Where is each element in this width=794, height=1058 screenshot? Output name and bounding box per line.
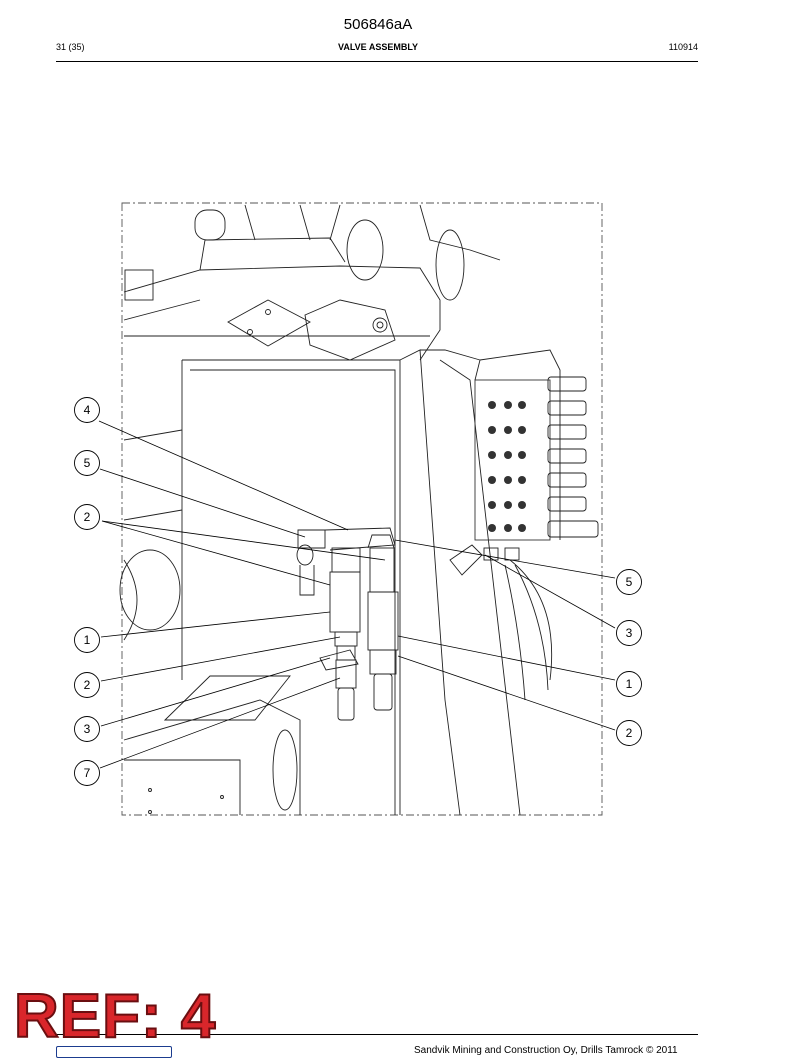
header-divider bbox=[56, 61, 698, 62]
callout-circle bbox=[74, 672, 100, 698]
callout-number: 3 bbox=[84, 722, 91, 736]
ref-stamp: REF: 4 bbox=[13, 982, 217, 1051]
drawing-frame bbox=[121, 202, 603, 816]
callout-number: 7 bbox=[84, 766, 91, 780]
callout-circle bbox=[74, 504, 100, 530]
page-title: VALVE ASSEMBLY bbox=[337, 42, 418, 52]
callout-number: 5 bbox=[84, 456, 91, 470]
footer-copyright: Sandvik Mining and Construction Oy, Dril… bbox=[414, 1045, 678, 1056]
callout-circle bbox=[74, 450, 100, 476]
callout-circle bbox=[616, 569, 642, 595]
document-code: 110914 bbox=[668, 42, 698, 52]
callout-circle bbox=[616, 620, 642, 646]
callout-circle bbox=[616, 671, 642, 697]
callout-number: 1 bbox=[84, 633, 91, 647]
footer-divider bbox=[56, 1034, 698, 1035]
callout-circle bbox=[616, 720, 642, 746]
callout-number: 2 bbox=[84, 510, 91, 524]
page-number: 31 (35) bbox=[56, 42, 85, 52]
callout-circle bbox=[74, 397, 100, 423]
callout-number: 4 bbox=[84, 403, 91, 417]
callout-number: 2 bbox=[626, 726, 633, 740]
callout-circle bbox=[74, 627, 100, 653]
callout-circle bbox=[74, 760, 100, 786]
callout-number: 3 bbox=[626, 626, 633, 640]
callout-circle bbox=[74, 716, 100, 742]
callout-number: 1 bbox=[626, 677, 633, 691]
callout-number: 5 bbox=[626, 575, 633, 589]
callout-number: 2 bbox=[84, 678, 91, 692]
document-id: 506846aA bbox=[343, 16, 413, 33]
